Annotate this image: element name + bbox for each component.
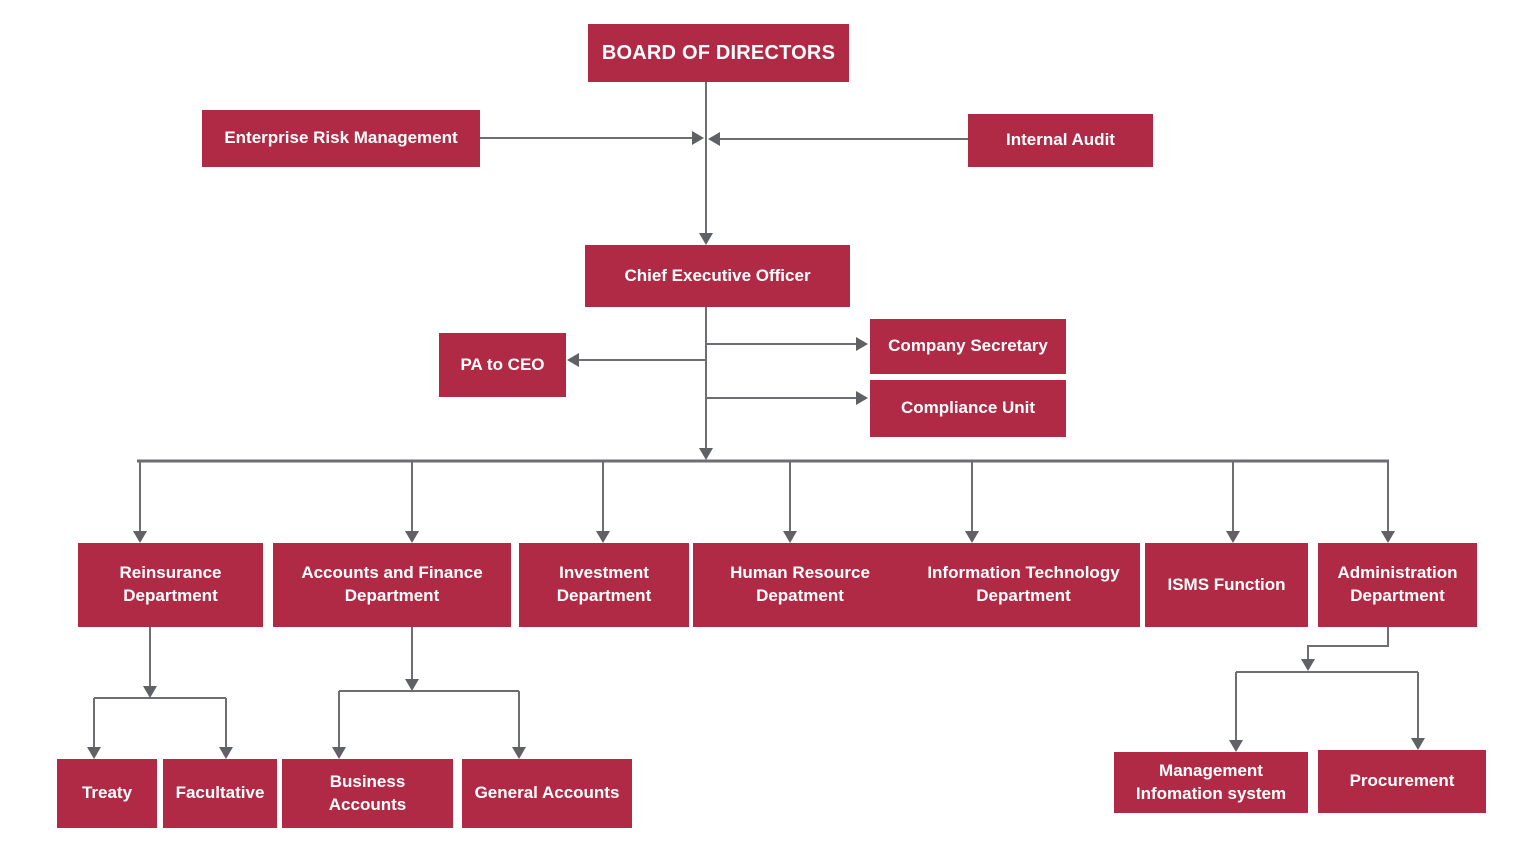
node-treaty: Treaty xyxy=(57,759,157,828)
arrow-company-secretary xyxy=(856,337,868,351)
arrow-pa-to-ceo xyxy=(567,353,579,367)
arrow-compliance-unit xyxy=(856,391,868,405)
arrow-internal-audit xyxy=(708,132,720,146)
connector-arrowheads xyxy=(87,131,1425,759)
edge-administration-stem xyxy=(1307,627,1389,659)
node-board-of-directors: BOARD OF DIRECTORS xyxy=(588,24,849,82)
arrow-drop-administration xyxy=(1381,531,1395,543)
node-management-information-system: Management Infomation system xyxy=(1114,752,1308,813)
node-information-technology-department: Information Technology Department xyxy=(907,543,1140,627)
node-reinsurance-department: Reinsurance Department xyxy=(78,543,263,627)
node-facultative: Facultative xyxy=(163,759,277,828)
arrow-reinsurance-stem xyxy=(143,686,157,698)
node-administration-department: Administration Department xyxy=(1318,543,1477,627)
node-accounts-and-finance-department: Accounts and Finance Department xyxy=(273,543,511,627)
arrow-erm xyxy=(692,131,704,145)
arrow-drop-information-technology xyxy=(965,531,979,543)
node-procurement: Procurement xyxy=(1318,750,1486,813)
node-compliance-unit: Compliance Unit xyxy=(870,380,1066,437)
node-pa-to-ceo: PA to CEO xyxy=(439,333,566,397)
arrow-drop-accounts-finance xyxy=(405,531,419,543)
arrow-drop-treaty xyxy=(87,747,101,759)
arrow-drop-facultative xyxy=(219,747,233,759)
node-enterprise-risk-management: Enterprise Risk Management xyxy=(202,110,480,167)
arrow-drop-procurement xyxy=(1411,738,1425,750)
node-isms-function: ISMS Function xyxy=(1145,543,1308,627)
node-human-resource-department: Human Resource Depatment xyxy=(693,543,907,627)
arrow-drop-reinsurance xyxy=(133,531,147,543)
arrow-into-ceo xyxy=(699,233,713,245)
node-investment-department: Investment Department xyxy=(519,543,689,627)
arrow-drop-business-accounts xyxy=(332,747,346,759)
arrow-accounts-stem xyxy=(405,679,419,691)
arrow-administration-stem xyxy=(1301,659,1315,671)
node-general-accounts: General Accounts xyxy=(462,759,632,828)
connector-lines xyxy=(93,82,1419,747)
node-chief-executive-officer: Chief Executive Officer xyxy=(585,245,850,307)
arrow-drop-mis xyxy=(1229,740,1243,752)
node-internal-audit: Internal Audit xyxy=(968,114,1153,167)
arrow-drop-human-resource xyxy=(783,531,797,543)
arrow-drop-investment xyxy=(596,531,610,543)
arrow-drop-isms xyxy=(1226,531,1240,543)
arrow-drop-general-accounts xyxy=(512,747,526,759)
node-company-secretary: Company Secretary xyxy=(870,319,1066,374)
arrow-ceo-to-departments xyxy=(699,448,713,460)
node-business-accounts: Business Accounts xyxy=(282,759,453,828)
